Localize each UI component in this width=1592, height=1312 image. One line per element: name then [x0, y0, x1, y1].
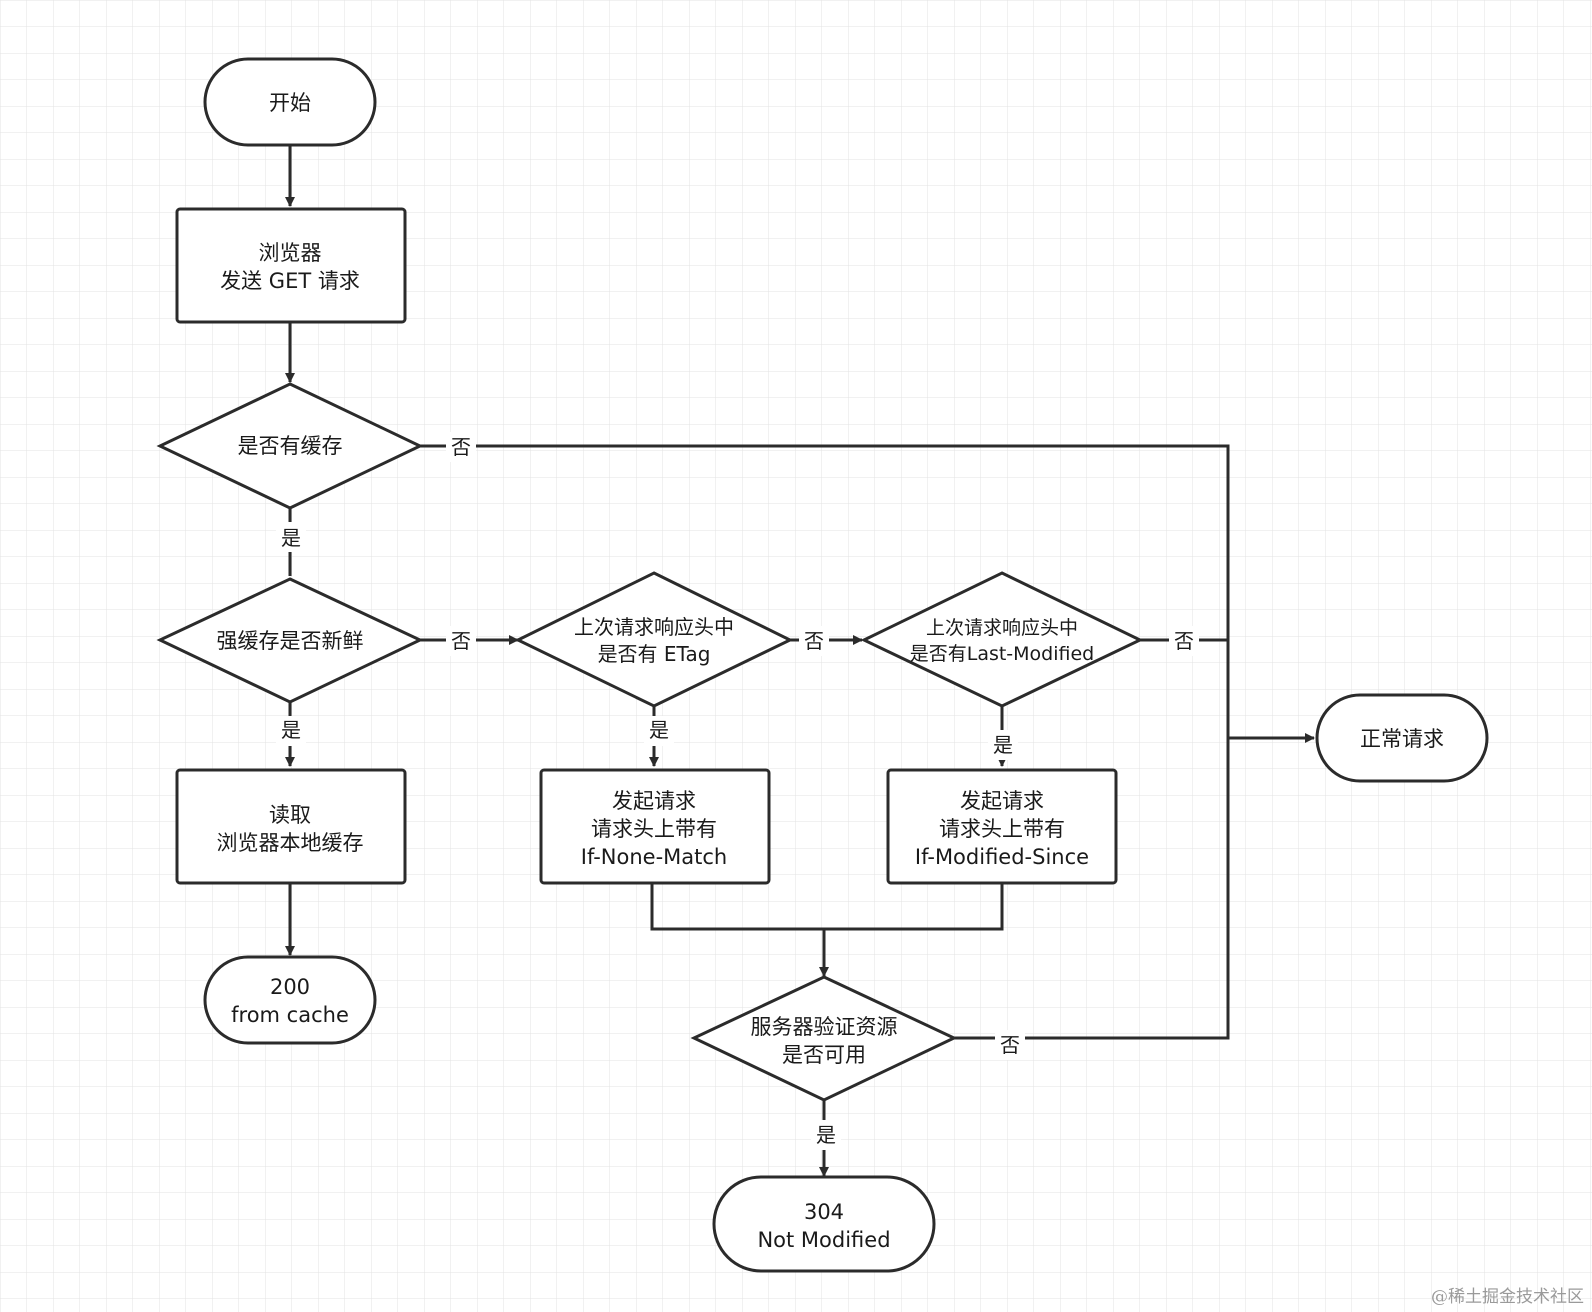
normal-request-terminal — [1315, 693, 1489, 783]
label-bg — [276, 716, 306, 746]
has-cache-decision — [156, 382, 424, 510]
etag-decision — [514, 571, 794, 708]
lastmod-label-line2: 是否有Last-Modified — [910, 643, 1095, 665]
not-modified-label-line2: Not Modified — [757, 1228, 890, 1252]
label-bg — [1169, 626, 1199, 656]
edge-label-has-cache-yes: 是 — [281, 526, 301, 550]
edge-label-lastmod-no: 否 — [1174, 629, 1194, 653]
lastmod-label-line1: 上次请求响应头中 — [926, 617, 1078, 639]
server-validate-label-line1: 服务器验证资源 — [751, 1015, 898, 1039]
label-bg — [995, 1030, 1025, 1060]
not-modified-terminal — [712, 1175, 936, 1273]
if-modified-since-label-line1: 发起请求 — [960, 789, 1044, 813]
lastmod-decision — [860, 571, 1144, 708]
start-terminal — [203, 57, 377, 147]
if-modified-since-label-line3: If-Modified-Since — [915, 845, 1089, 869]
edge-label-fresh-yes: 是 — [281, 718, 301, 742]
edge-label-validate-yes: 是 — [816, 1123, 836, 1147]
edge-label-etag-yes: 是 — [649, 718, 669, 742]
send-get-label-line2: 发送 GET 请求 — [220, 269, 360, 293]
read-local-label-line2: 浏览器本地缓存 — [217, 831, 364, 855]
label-bg — [799, 626, 829, 656]
if-none-match-process — [539, 768, 771, 885]
edge-label-fresh-no: 否 — [451, 629, 471, 653]
etag-label-line1: 上次请求响应头中 — [574, 615, 734, 639]
if-modified-since-process — [886, 768, 1118, 885]
label-bg — [446, 432, 476, 462]
server-validate-label-line2: 是否可用 — [782, 1043, 866, 1067]
read-local-process — [175, 768, 407, 885]
if-none-match-label-line2: 请求头上带有 — [591, 817, 717, 841]
nodes — [156, 57, 1489, 1273]
send-get-label-line1: 浏览器 — [259, 241, 322, 265]
start-label: 开始 — [269, 91, 311, 115]
edge-label-etag-no: 否 — [804, 629, 824, 653]
strong-fresh-label: 强缓存是否新鲜 — [217, 629, 364, 653]
send-get-process — [175, 207, 407, 324]
not-modified-label-line1: 304 — [804, 1200, 844, 1224]
edge-label-lastmod-yes: 是 — [993, 733, 1013, 757]
node-labels: 开始 浏览器 发送 GET 请求 是否有缓存 强缓存是否新鲜 上次请求响应头中 … — [217, 91, 1445, 1252]
label-bg — [988, 730, 1018, 760]
edge-label-validate-no: 否 — [1000, 1033, 1020, 1057]
etag-label-line2: 是否有 ETag — [598, 642, 711, 666]
label-bg — [276, 522, 306, 552]
edge-merge-headers — [650, 883, 1004, 931]
label-bg — [811, 1120, 841, 1150]
server-validate-decision — [690, 975, 958, 1102]
read-local-label-line1: 读取 — [269, 803, 311, 827]
if-none-match-label-line1: 发起请求 — [612, 789, 696, 813]
from-cache-terminal — [203, 955, 377, 1045]
watermark-text: @稀土掘金技术社区 — [1431, 1287, 1584, 1307]
label-bg — [644, 716, 674, 746]
from-cache-label-line1: 200 — [270, 975, 310, 999]
has-cache-label: 是否有缓存 — [238, 434, 343, 458]
edge-label-has-cache-no: 否 — [451, 435, 471, 459]
strong-fresh-decision — [156, 577, 424, 704]
if-none-match-label-line3: If-None-Match — [581, 845, 727, 869]
normal-request-label: 正常请求 — [1360, 727, 1444, 751]
edge-cache-no-right — [420, 444, 1230, 1040]
edge-labels: 否 是 否 是 否 是 否 是 否 是 — [276, 432, 1199, 1150]
label-bg — [446, 626, 476, 656]
from-cache-label-line2: from cache — [231, 1003, 349, 1027]
if-modified-since-label-line2: 请求头上带有 — [939, 817, 1065, 841]
